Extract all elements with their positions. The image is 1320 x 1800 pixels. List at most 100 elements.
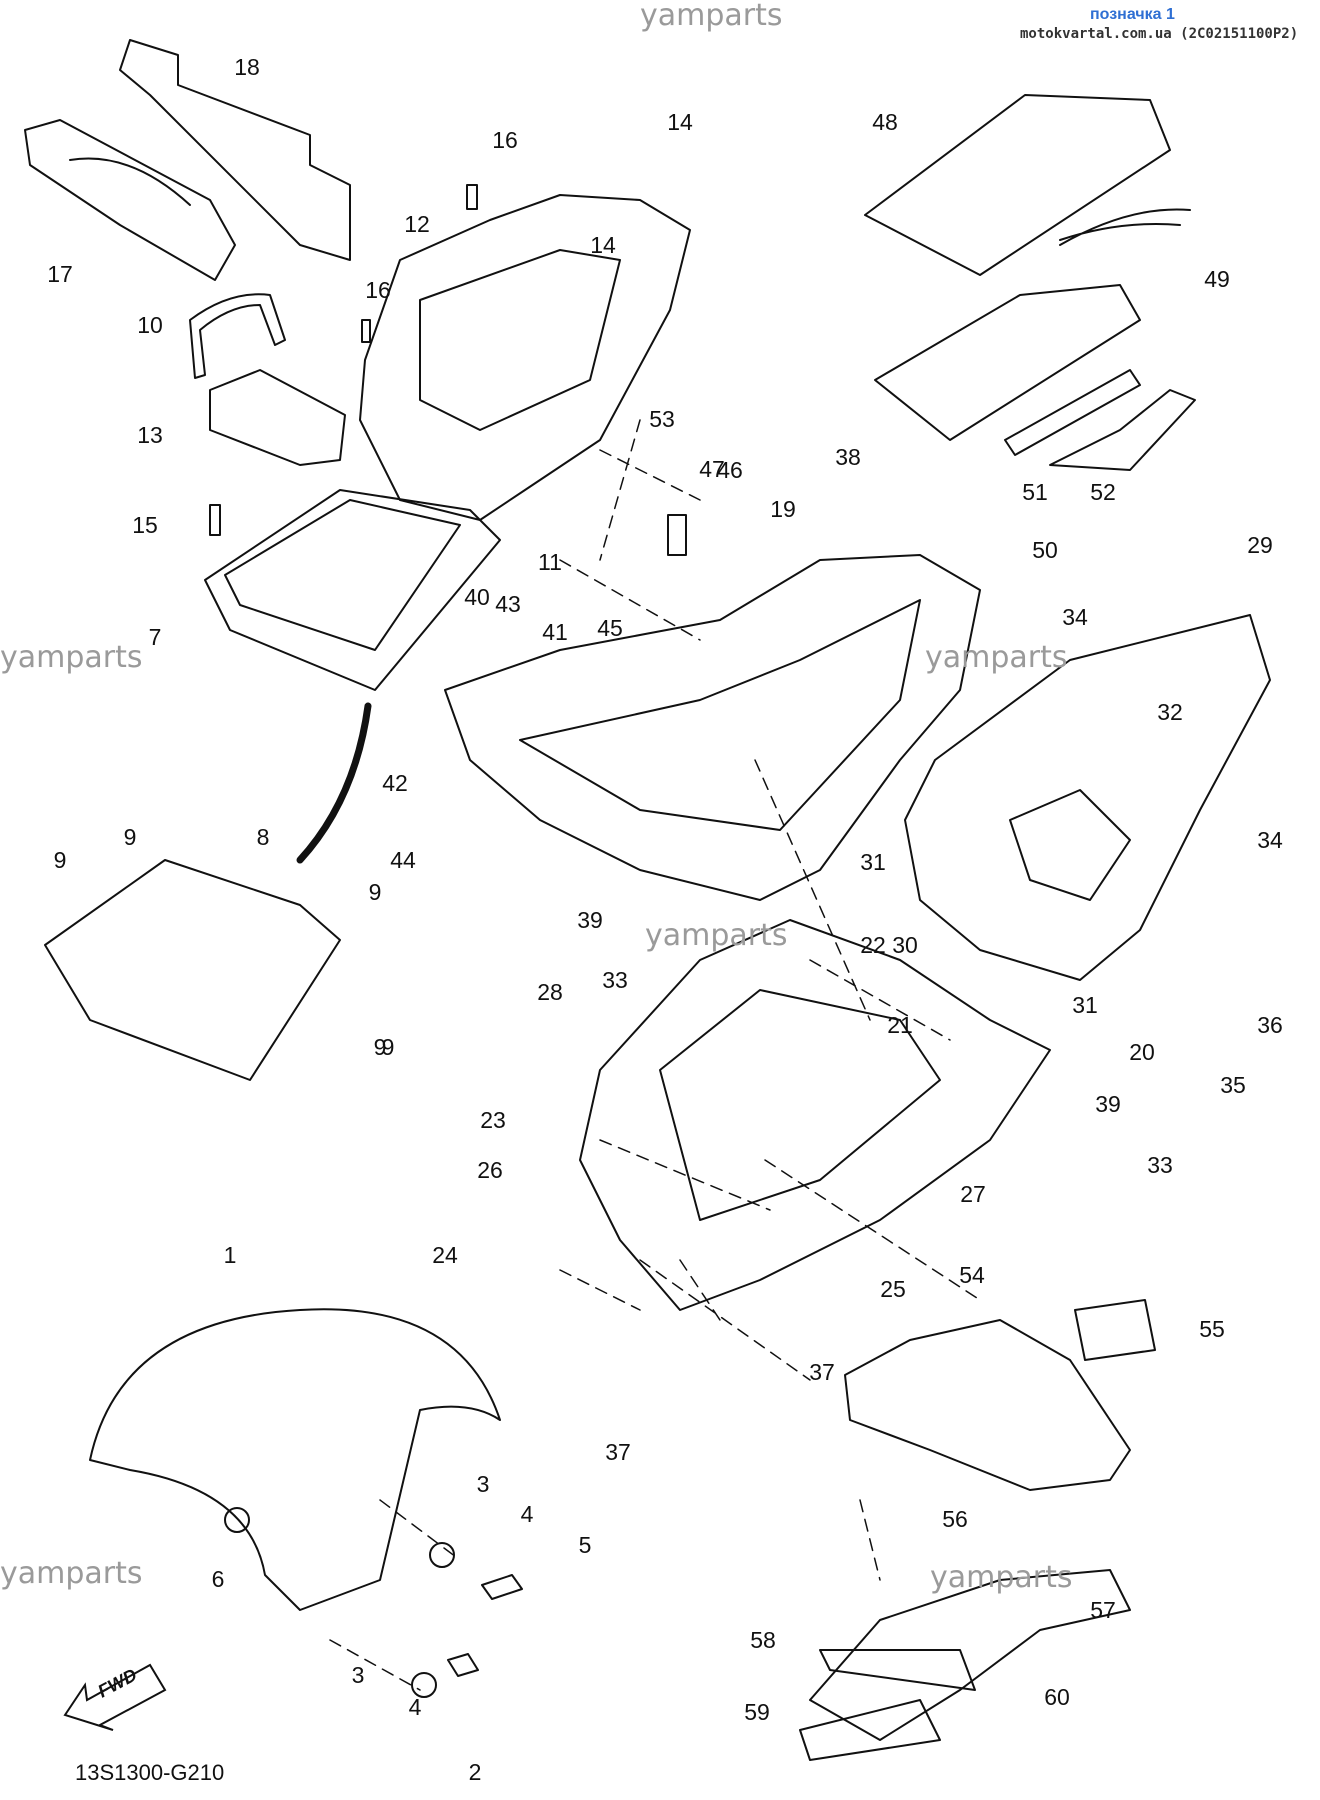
part-57-stay	[819, 1649, 976, 1691]
part-number-label: 31	[1072, 992, 1098, 1018]
part-8-box	[44, 859, 341, 1081]
part-number-label: 9	[369, 879, 382, 905]
part-number-label: 37	[809, 1359, 835, 1385]
part-number-label: 33	[602, 967, 628, 993]
part-20-fender	[579, 919, 1051, 1311]
part-number-label: 31	[860, 849, 886, 875]
part-number-label: 47	[699, 456, 725, 482]
assembly-lines	[329, 419, 981, 1691]
part-number-label: 9	[124, 824, 137, 850]
part-number-label: 53	[649, 406, 675, 432]
part-number-label: 40	[464, 584, 490, 610]
part-number-label: 14	[667, 109, 693, 135]
part-number-label: 2	[469, 1759, 482, 1785]
part-number-label: 8	[257, 824, 270, 850]
part-17-tray	[24, 119, 236, 281]
part-number-label: 42	[382, 770, 408, 796]
part-number-label: 45	[597, 615, 623, 641]
part-7-box	[204, 489, 501, 691]
part-number-label: 13	[137, 422, 163, 448]
part-10-strap	[189, 293, 286, 379]
part-number-label: 24	[432, 1242, 458, 1268]
watermark: yamparts	[645, 918, 788, 953]
part-number-label: 39	[577, 907, 603, 933]
part-number-label: 7	[149, 624, 162, 650]
part-number-label: 3	[477, 1471, 490, 1497]
part-number-label: 56	[942, 1506, 968, 1532]
part-47-mat	[864, 94, 1171, 276]
watermark: yamparts	[925, 640, 1068, 675]
part-number-label: 19	[770, 496, 796, 522]
part-number-label: 22	[860, 932, 886, 958]
part-number-label: 50	[1032, 537, 1058, 563]
watermark: yamparts	[930, 1560, 1073, 1595]
part-number-label: 55	[1199, 1316, 1225, 1342]
part-number-label: 20	[1129, 1039, 1155, 1065]
part-number-label: 41	[542, 619, 568, 645]
part-number-label: 21	[887, 1012, 913, 1038]
part-number-label: 3	[352, 1662, 365, 1688]
header-source: motokvartal.com.ua (2C02151100P2)	[1020, 26, 1299, 42]
part-13-sheet	[209, 369, 346, 466]
part-number-label: 43	[495, 591, 521, 617]
header-title: позначка 1	[1090, 6, 1175, 23]
part-1-front-fender	[89, 1308, 501, 1611]
part-number-label: 30	[892, 932, 918, 958]
part-number-label: 48	[872, 109, 898, 135]
part-number-label: 34	[1257, 827, 1283, 853]
upper-storage-frame	[359, 194, 691, 521]
part-49-pouch	[874, 284, 1141, 441]
part-number-label: 16	[365, 277, 391, 303]
part-number-label: 9	[382, 1034, 395, 1060]
part-number-label: 39	[1095, 1091, 1121, 1117]
part-number-label: 4	[521, 1501, 534, 1527]
part-number-label: 17	[47, 261, 73, 287]
diagram-code: 13S1300-G210	[75, 1760, 225, 1785]
part-number-label: 51	[1022, 479, 1048, 505]
part-number-label: 18	[234, 54, 260, 80]
part-number-label: 34	[1062, 604, 1088, 630]
part-number-label: 27	[960, 1181, 986, 1207]
part-18-mat	[119, 39, 351, 261]
part-50-tool	[1004, 369, 1141, 456]
part-number-label: 58	[750, 1627, 776, 1653]
part-number-label: 6	[212, 1566, 225, 1592]
part-53-bracket	[844, 1319, 1131, 1491]
part-number-label: 33	[1147, 1152, 1173, 1178]
part-number-label: 37	[605, 1439, 631, 1465]
part-number-label: 36	[1257, 1012, 1283, 1038]
part-number-label: 11	[538, 549, 562, 575]
part-number-label: 15	[132, 512, 158, 538]
part-number-label: 35	[1220, 1072, 1246, 1098]
part-number-label: 28	[537, 979, 563, 1005]
part-54-reflector	[1074, 1299, 1156, 1361]
part-number-label: 16	[492, 127, 518, 153]
watermark: yamparts	[0, 640, 143, 675]
part-number-label: 26	[477, 1157, 503, 1183]
part-number-label: 10	[137, 312, 163, 338]
part-56-holder	[809, 1569, 1131, 1741]
part-number-label: 54	[959, 1262, 985, 1288]
watermark: yamparts	[0, 1556, 143, 1591]
part-58-stay	[799, 1699, 941, 1761]
fwd-arrow-icon	[63, 1663, 167, 1731]
part-number-label: 52	[1090, 479, 1116, 505]
part-number-label: 46	[717, 457, 743, 483]
main-frame	[444, 554, 981, 901]
watermark: yamparts	[640, 0, 783, 33]
part-number-label: 23	[480, 1107, 506, 1133]
part-number-label: 9	[374, 1034, 387, 1060]
part-number-label: 49	[1204, 266, 1230, 292]
part-number-label: 1	[224, 1242, 237, 1268]
part-number-label: 32	[1157, 699, 1183, 725]
part-number-label: 29	[1247, 532, 1273, 558]
part-number-label: 12	[404, 211, 430, 237]
part-number-label: 25	[880, 1276, 906, 1302]
part-number-label: 4	[409, 1694, 422, 1720]
part-48-cord	[1059, 208, 1191, 246]
part-51-tool	[1049, 389, 1196, 471]
part-number-label: 9	[54, 847, 67, 873]
part-number-label: 14	[590, 232, 616, 258]
part-29-tail-cover	[904, 614, 1271, 981]
